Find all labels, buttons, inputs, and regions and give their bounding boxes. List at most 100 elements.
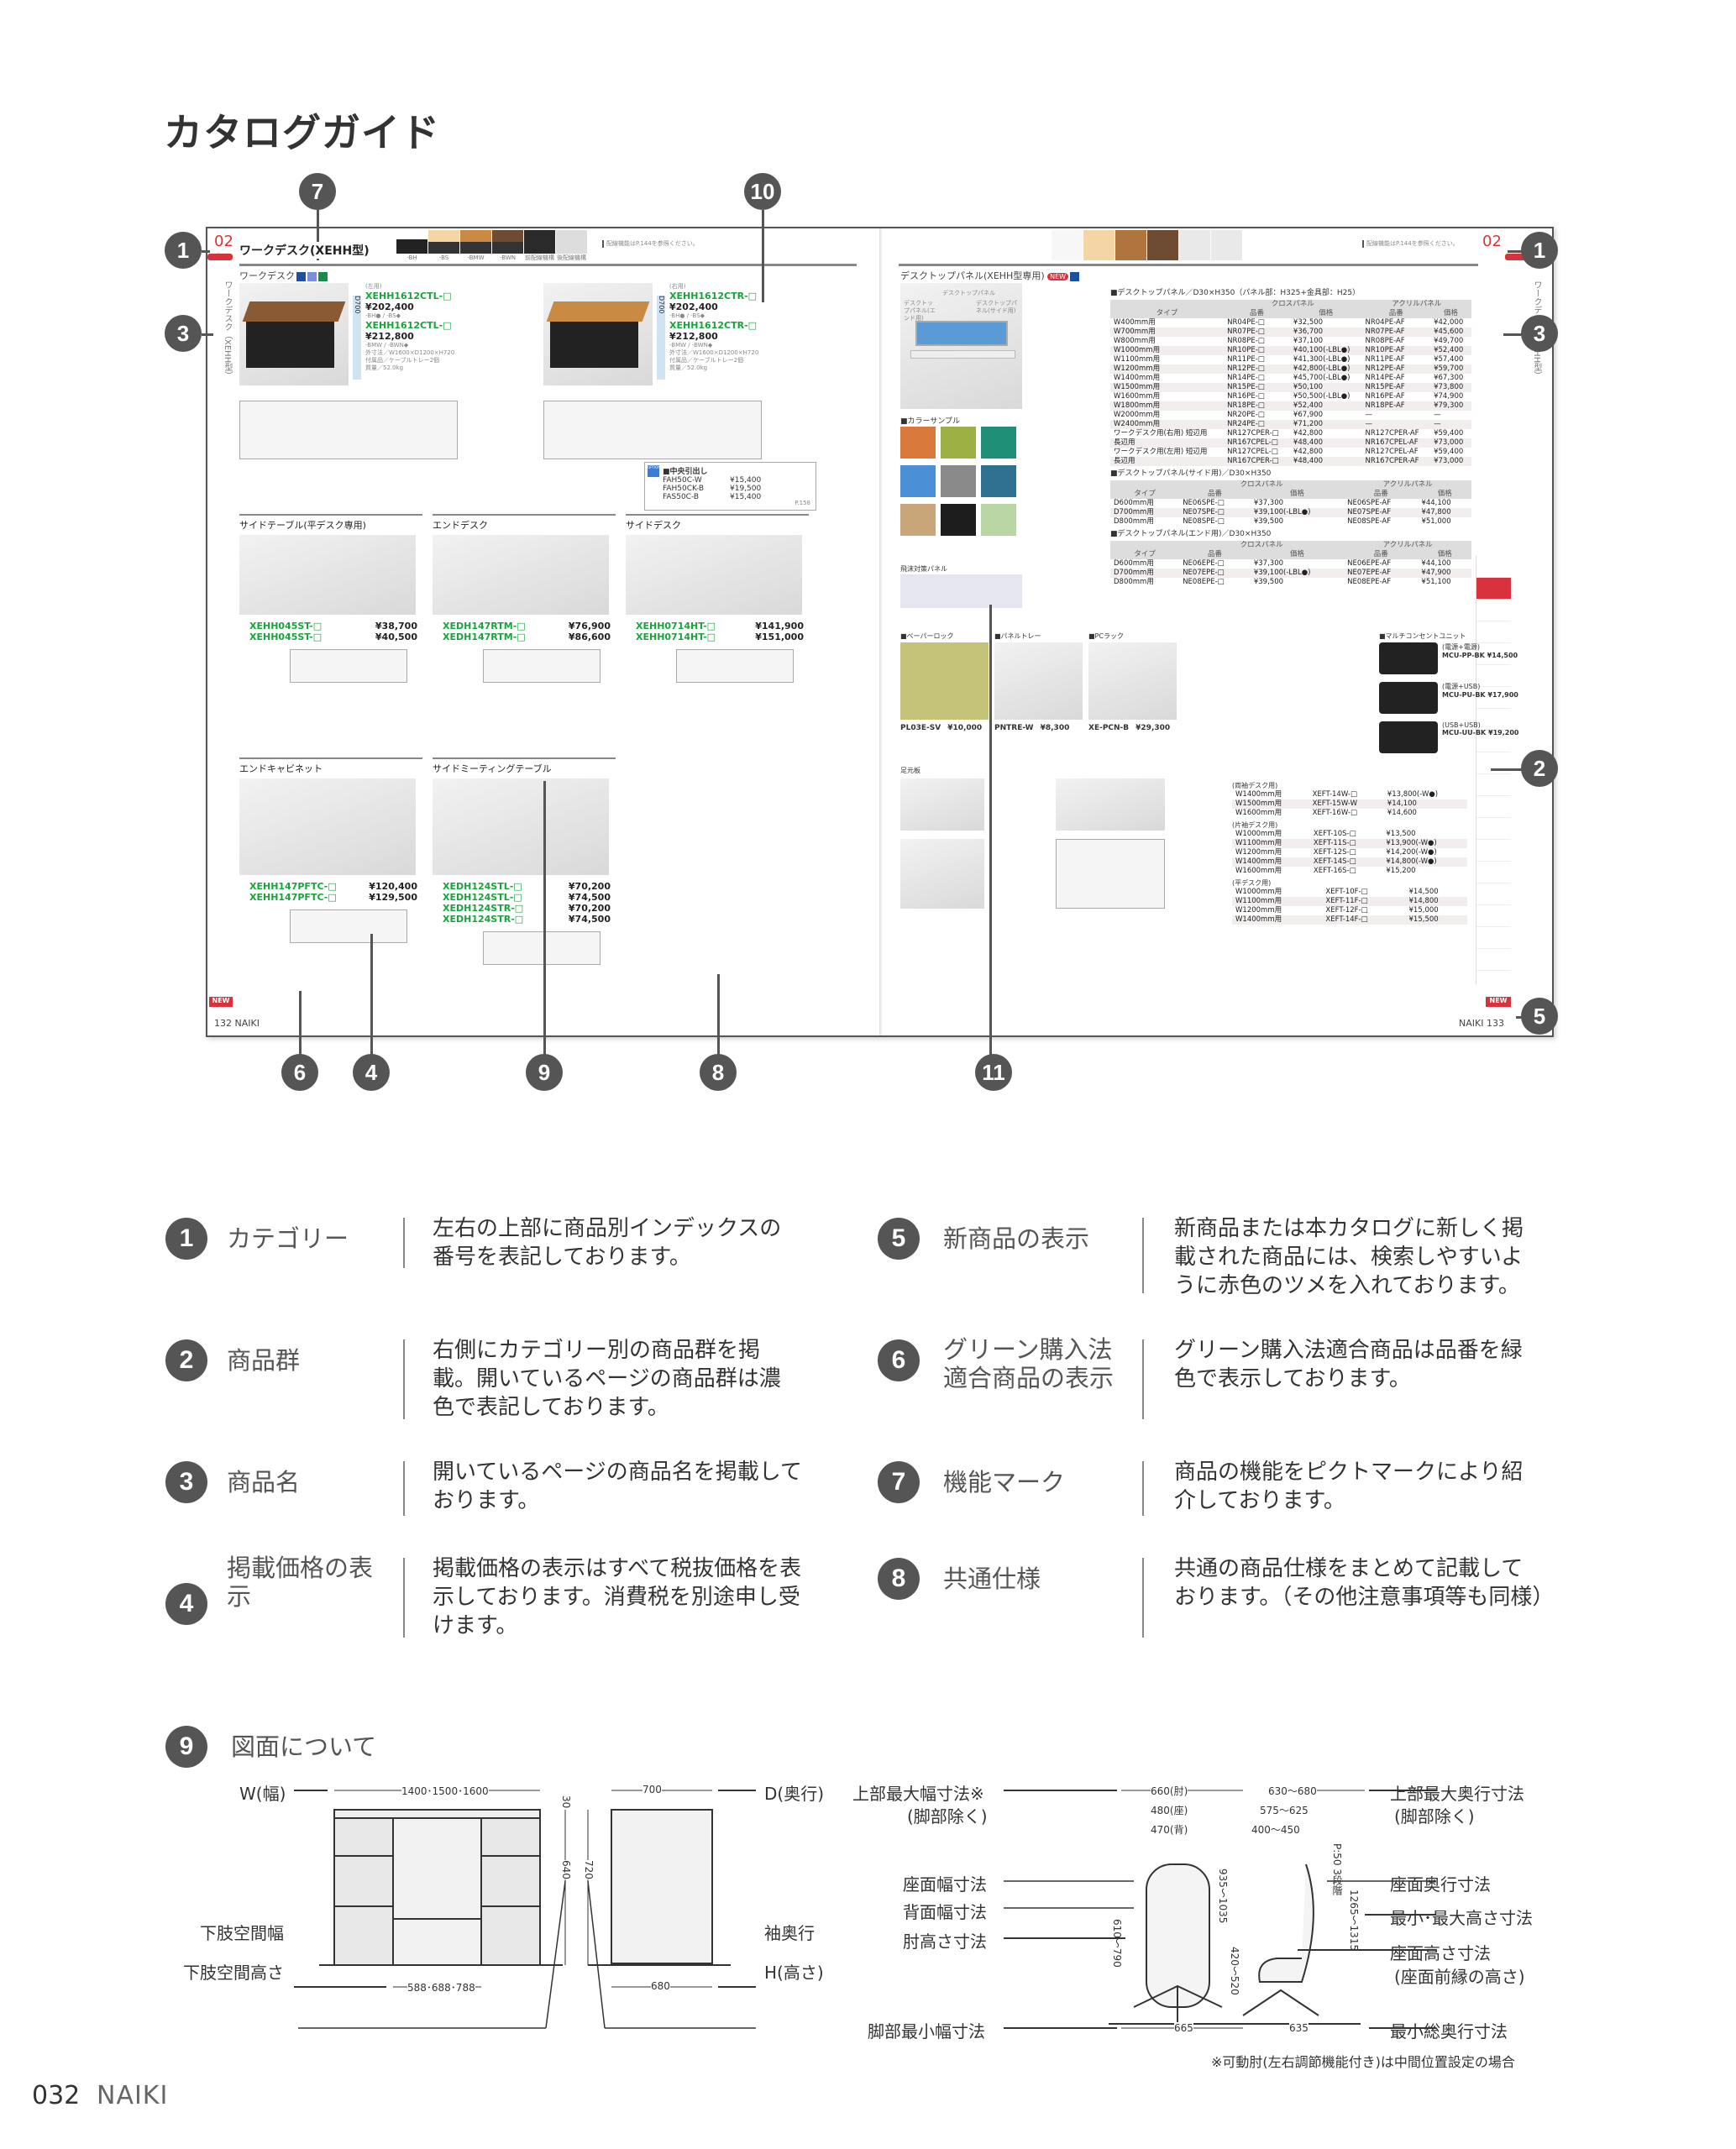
spec-text: 付属品／ケーブルトレー2個 (669, 357, 744, 364)
drawing-section-title: 図面について (231, 1732, 377, 1761)
footboard-image (900, 839, 984, 909)
legend-label: カテゴリー (227, 1224, 349, 1253)
product-image (433, 778, 609, 875)
table-cell: NE06EPE-□ (1183, 559, 1225, 568)
section-title: エンドデスク (433, 514, 616, 532)
table-cell: W1000mm用 (1110, 346, 1225, 355)
price-row: XEHH147PFTC-□¥129,500 (249, 892, 417, 903)
label-width: W(幅) (239, 1784, 286, 1804)
table-cell: NR16PE-□ (1227, 392, 1265, 401)
table-cell: NE08EPE-AF (1347, 578, 1392, 586)
table-cell: W1100mm用 (1114, 355, 1161, 364)
column-group (1110, 541, 1180, 550)
category-index-item (1476, 709, 1511, 731)
color-sample-title: ■カラーサンプル (900, 417, 961, 426)
table-cell: NR12PE-□ (1224, 364, 1290, 374)
desk-shape (910, 350, 1015, 359)
table-cell: ¥42,800 (1293, 448, 1324, 456)
table-cell: ¥50,500(-LBL●) (1293, 392, 1351, 401)
table-cell: ¥37,100 (1293, 337, 1324, 345)
product-price: ¥141,900 (755, 621, 804, 632)
depth-label: D700 (353, 296, 361, 380)
column-header: タイプ (1110, 309, 1225, 318)
dim: 575〜625 (1260, 1805, 1309, 1816)
table-cell: ¥79,300 (1430, 401, 1471, 411)
table-cell: ¥39,100(-LBL●) (1250, 508, 1345, 517)
table-cell: NR24PE-□ (1224, 420, 1290, 429)
color-swatch (900, 465, 936, 497)
column-group: クロスパネル (1224, 300, 1362, 309)
legend-divider (1142, 1339, 1144, 1419)
column-header: 価格 (1430, 309, 1471, 318)
new-badge: NEW (1047, 273, 1069, 280)
accessory-price: PNTRE-W¥8,300 (994, 724, 1069, 732)
accessory-code: PNTRE-W (994, 724, 1034, 732)
dim-width: 1400･1500･1600 (401, 1784, 489, 1798)
table-cell: ¥44,100 (1421, 559, 1451, 568)
product-price: ¥212,800 (669, 331, 718, 342)
section-desktop-panel: デスクトップパネル(XEHH型専用) NEW (900, 269, 1080, 282)
desk-body-shape (246, 322, 334, 368)
legend-divider (1142, 1461, 1144, 1516)
category-index-item (1476, 578, 1511, 600)
table-cell: W1000mm用 (1235, 888, 1282, 896)
callout-marker-4: 4 (353, 1054, 390, 1091)
table-cell: ¥13,800(-W●) (1387, 790, 1439, 799)
color-samples (900, 427, 1016, 536)
accessory-title: ■PCラック (1088, 632, 1124, 640)
product-code: XEHH1612CTL-□ (365, 291, 452, 301)
glare-panel-image (900, 574, 1022, 608)
table-cell: NR04PE-AF (1365, 318, 1405, 327)
label-base-width: 脚部最小幅寸法 (868, 2021, 985, 2042)
table-cell: XEFT-15W-W (1309, 799, 1384, 809)
table-cell: D600mm用 (1114, 559, 1154, 568)
panel-tables: ■デスクトップパネル／D30×H350（パネル部：H325+金具部：H25）クロ… (1110, 286, 1471, 587)
table-cell: XEFT-14S-□ (1309, 857, 1383, 867)
spec-text: 質量／52.0kg (669, 364, 708, 371)
label-arm-height: 肘高さ寸法 (903, 1931, 987, 1952)
dim: 470(背) (1151, 1824, 1188, 1836)
legend-divider (403, 1218, 405, 1268)
product-drawing (290, 649, 407, 683)
swatch-label: -BMW (467, 254, 485, 261)
catalog-spread: 02 ワークデスク（XEHH型） ワークデスク(XEHH型) -BH -BS -… (206, 227, 1554, 1037)
function-mark-icon (307, 271, 317, 281)
callout-marker-3: 3 (165, 315, 202, 352)
outlet-name: (USB+USB) (1442, 721, 1481, 729)
legend-description: グリーン購入法適合商品は品番を緑色で表示しております。 (1174, 1338, 1523, 1392)
finish-swatch (1052, 230, 1083, 260)
product-code: XEDH147RTM-□ (443, 632, 526, 642)
column-group: アクリルパネル (1344, 541, 1471, 550)
table-cell: NE07EPE-□ (1179, 569, 1251, 578)
accessory-code: PL03E-SV (900, 724, 941, 732)
section-label: デスクトップパネル(XEHH型専用) (900, 270, 1045, 281)
product-drawing (483, 931, 601, 965)
price-row: XEHH045ST-□¥40,500 (249, 632, 417, 642)
left-page-index: 02 (214, 233, 233, 250)
accessory-image (900, 642, 989, 720)
legend-label: 掲載価格の表示 (227, 1554, 374, 1611)
dim-leg-width: 588･688･788 (407, 1980, 475, 1994)
accessory-price-value: ¥29,300 (1135, 724, 1171, 732)
table-cell: NR127CPEL-□ (1227, 448, 1278, 456)
option-code: FAH50CK-B (663, 485, 705, 493)
accessory-image (1088, 642, 1177, 720)
outlet-image (1379, 721, 1438, 753)
price-row: XEDH147RTM-□¥86,600 (443, 632, 611, 642)
table-cell: W2400mm用 (1110, 420, 1225, 429)
finish-swatch (428, 230, 459, 254)
table-cell: NR11PE-AF (1365, 355, 1405, 364)
product-code: XEDH124STL-□ (443, 892, 522, 903)
table-cell: XEFT-11S-□ (1309, 839, 1383, 848)
category-index-item (1476, 927, 1511, 949)
divider (899, 264, 1478, 266)
table-cell: ¥15,000 (1408, 906, 1439, 915)
category-index-item (1476, 818, 1511, 840)
